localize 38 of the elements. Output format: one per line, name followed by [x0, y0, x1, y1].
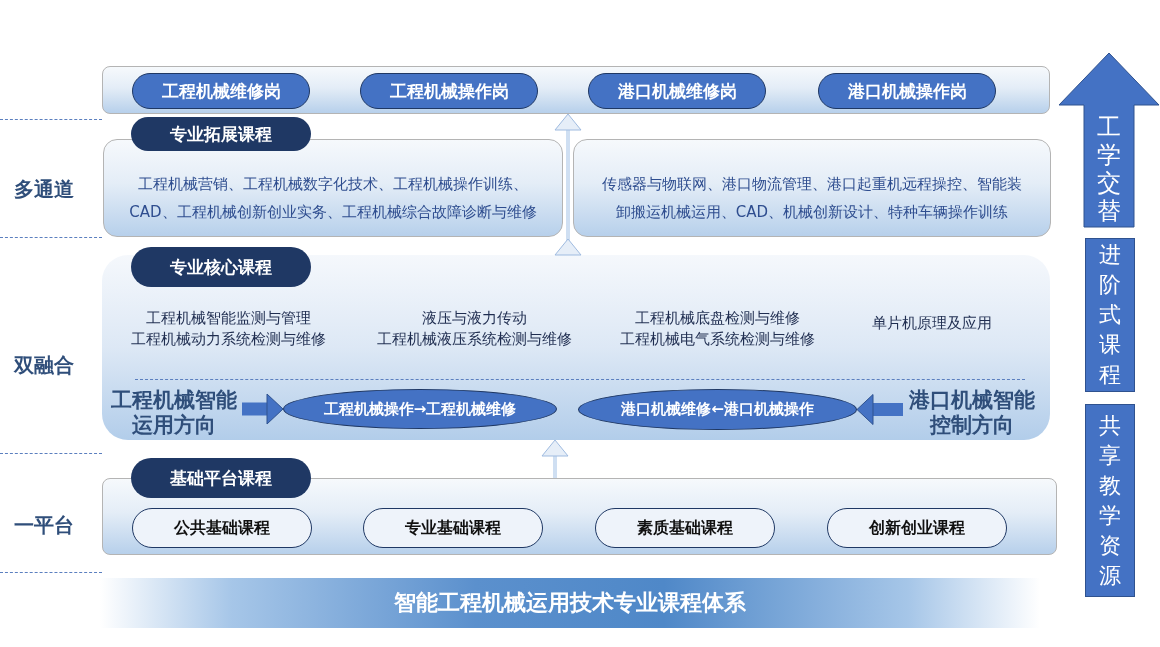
course-pill: 公共基础课程	[132, 508, 312, 548]
arrow	[541, 439, 569, 478]
course-panel	[573, 139, 1051, 237]
course-list: 工程机械营销、工程机械数字化技术、工程机械操作训练、CAD、工程机械创新创业实务、工程机械综合故障诊断与维修	[120, 170, 546, 226]
direction-label: 工程机械智能运用方向	[106, 386, 242, 440]
job-pill: 港口机械维修岗	[588, 73, 766, 109]
section-tag: 基础平台课程	[131, 458, 311, 498]
course-pill: 专业基础课程	[363, 508, 543, 548]
course-name: 液压与液力传动	[420, 308, 528, 329]
direction-banner	[1058, 52, 1160, 228]
tier-band	[102, 66, 1050, 114]
section-tag: 专业核心课程	[131, 247, 311, 287]
section-tag: 专业拓展课程	[131, 117, 311, 151]
arrow	[554, 114, 582, 256]
tier-label: 一平台	[14, 512, 74, 539]
direction-label: 港口机械智能控制方向	[903, 386, 1041, 440]
course-list: 传感器与物联网、港口物流管理、港口起重机远程操控、智能装卸搬运机械运用、CAD、机械创新设计、特种车辆操作训练	[600, 170, 1024, 226]
side-box: 进阶式课程	[1085, 238, 1135, 392]
job-pill: 港口机械操作岗	[818, 73, 996, 109]
pathway-pill: 港口机械维修←港口机械操作	[578, 389, 857, 430]
course-pill: 素质基础课程	[595, 508, 775, 548]
course-name: 工程机械电气系统检测与维修	[618, 329, 816, 350]
course-name: 工程机械智能监测与管理	[144, 308, 312, 329]
tier-label: 多通道	[14, 176, 74, 203]
course-name: 单片机原理及应用	[871, 313, 993, 334]
pathway-pill: 工程机械操作→工程机械维修	[283, 389, 557, 429]
vertical-label: 工学交替	[1096, 113, 1122, 225]
course-name: 工程机械动力系统检测与维修	[129, 329, 327, 350]
side-box: 共享教学资源	[1085, 404, 1135, 597]
job-pill: 工程机械维修岗	[132, 73, 310, 109]
tier-label: 双融合	[14, 352, 74, 379]
course-name: 工程机械液压系统检测与维修	[375, 329, 573, 350]
arrow	[856, 394, 903, 425]
job-pill: 工程机械操作岗	[360, 73, 538, 109]
arrow	[242, 393, 284, 425]
course-name: 工程机械底盘检测与维修	[633, 308, 801, 329]
course-pill: 创新创业课程	[827, 508, 1007, 548]
core-panel	[102, 255, 1050, 440]
